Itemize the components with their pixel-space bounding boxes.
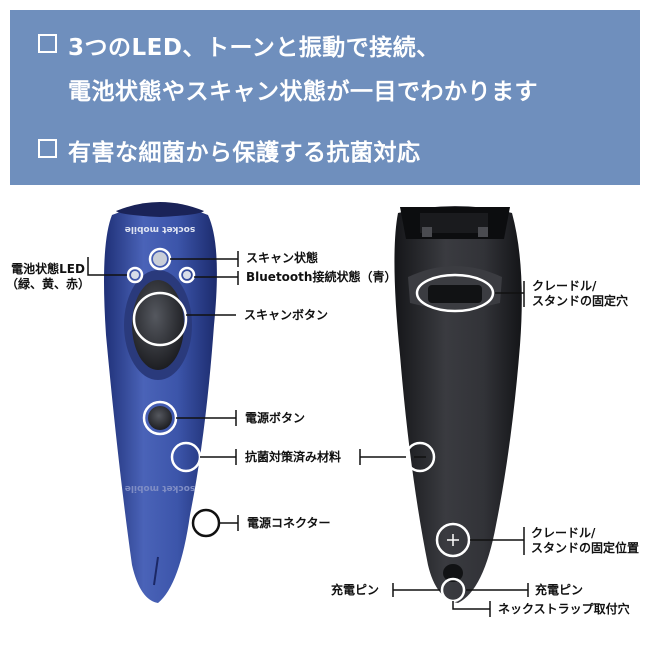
banner-line-3: 有害な細菌から保護する抗菌対応 [68,140,421,166]
label-bluetooth-status: Bluetooth接続状態（青） [246,270,397,284]
checkbox-icon [38,139,57,158]
callout-circle-cradle-hole [415,273,495,313]
brand-logo-bottom: socket mobile [125,483,195,493]
label-battery-led: 電池状態LED （緑、黄、赤） [6,262,91,291]
label-cradle-hole: クレードル/ スタンドの固定穴 [532,279,629,308]
label-power-button: 電源ボタン [245,411,306,425]
callout-circle-power-connector [191,508,221,538]
label-neck-strap: ネックストラップ取付穴 [498,602,630,616]
label-scan-status: スキャン状態 [246,251,319,265]
banner-line-2: 電池状態やスキャン状態が一目でわかります [68,79,538,105]
label-power-connector: 電源コネクター [247,516,331,530]
scanner-back [394,206,522,603]
product-diagram: socket mobile socket mobile [87,202,529,617]
label-cradle-position: クレードル/ スタンドの固定位置 [531,526,640,555]
scanner-front [104,202,217,603]
label-scan-button: スキャンボタン [244,308,329,322]
brand-logo-top: socket mobile [125,224,195,234]
callout-circle-bluetooth-led [178,266,196,284]
callout-circle-cradle-position [435,522,471,558]
feature-banner: 3つのLED、トーンと振動で接続、 電池状態やスキャン状態が一目でわかります 有… [10,10,640,185]
checkbox-icon [38,34,57,53]
label-charge-pin-right: 充電ピン [535,583,584,597]
callout-circle-battery-led [126,266,144,284]
label-antibacterial: 抗菌対策済み材料 [245,450,342,464]
banner-line-1: 3つのLED、トーンと振動で接続、 [68,35,440,61]
label-charge-pin-left: 充電ピン [331,583,380,597]
callout-circle-scan-button [132,291,188,347]
